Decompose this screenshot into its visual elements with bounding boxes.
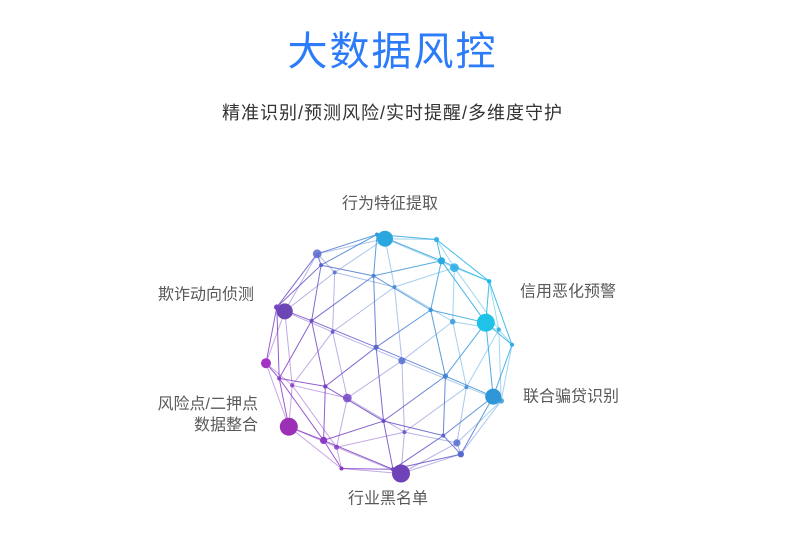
label-behavior-feature-extraction: 行为特征提取 (341, 195, 439, 213)
page-title: 大数据风控 (287, 30, 498, 74)
page-subtitle: 精准识别/预测风险/实时提醒/多维度守护 (221, 103, 563, 123)
node-credit-right (476, 313, 495, 332)
label-joint-loan-fraud-identification: 联合骗贷识别 (523, 388, 620, 406)
node-behavior-top (377, 230, 393, 247)
node-left-mid (261, 358, 271, 369)
node-fraud-left (276, 303, 293, 320)
label-credit-deterioration-warning: 信用恶化预警 (520, 283, 617, 301)
label-fraud-trend-detection: 欺诈动向侦测 (157, 286, 254, 304)
label-risk-point-data-integration: 风险点/二押点 数据整合 (157, 395, 258, 434)
label-industry-blacklist: 行业黑名单 (347, 490, 429, 508)
node-blacklist-bottom (392, 464, 410, 483)
node-joint-right (485, 388, 502, 405)
node-risk-left (279, 417, 298, 436)
